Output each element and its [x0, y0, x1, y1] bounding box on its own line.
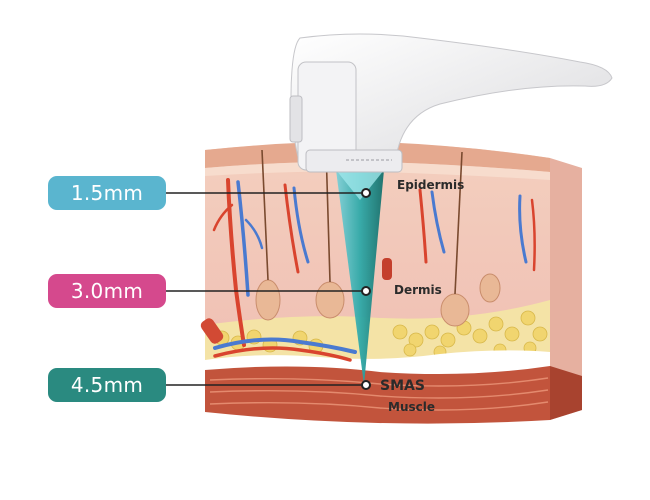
- leader-lines: [166, 192, 366, 386]
- skin-block-side: [550, 158, 582, 420]
- depth-label-4-5mm: 4.5mm: [48, 368, 166, 402]
- hifu-handpiece-icon: [289, 33, 613, 173]
- layer-label-epidermis: Epidermis: [397, 178, 465, 192]
- layer-label-dermis: Dermis: [394, 283, 442, 297]
- layer-label-smas: SMAS: [380, 378, 425, 394]
- ultrasound-beam: [336, 170, 384, 385]
- blood-vessels: [212, 178, 536, 362]
- layer-label-muscle: Muscle: [388, 400, 435, 414]
- muscle-layer: [205, 366, 550, 424]
- focal-points: [361, 188, 371, 390]
- depth-label-1-5mm: 1.5mm: [48, 176, 166, 210]
- depth-label-3-0mm: 3.0mm: [48, 274, 166, 308]
- fat-layer: [205, 300, 550, 362]
